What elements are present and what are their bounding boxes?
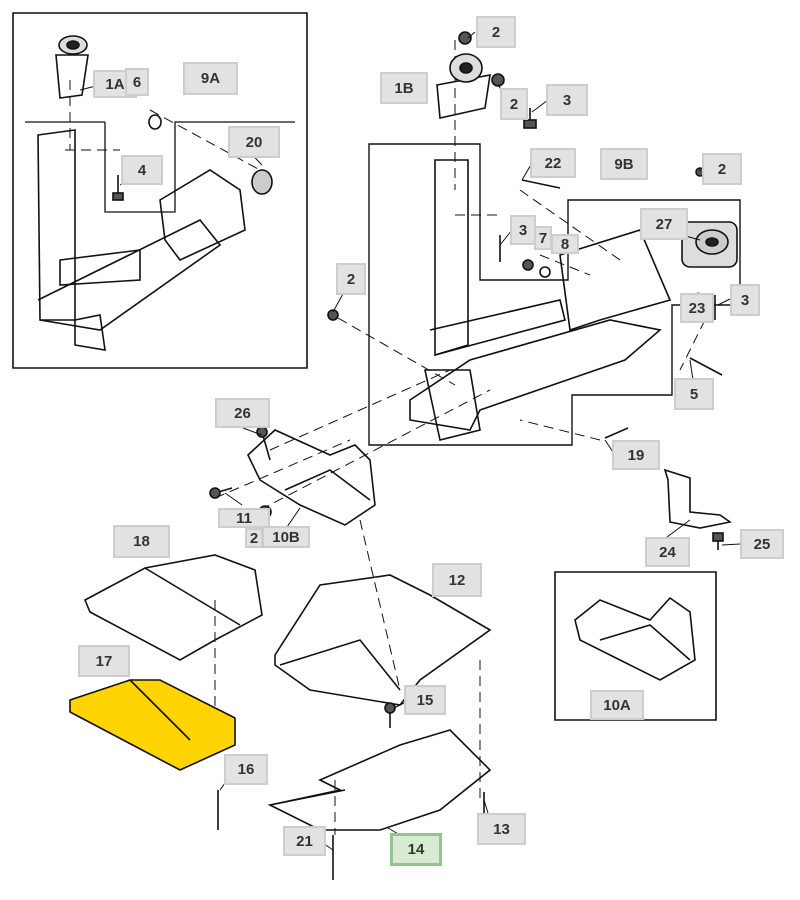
callout-2[interactable]: 2 bbox=[336, 263, 366, 295]
callout-14-selected[interactable]: 14 bbox=[390, 833, 442, 866]
callout-2[interactable]: 2 bbox=[500, 88, 528, 120]
callout-17[interactable]: 17 bbox=[78, 645, 130, 677]
part-14-shield bbox=[267, 729, 492, 831]
callout-18[interactable]: 18 bbox=[113, 525, 170, 558]
callout-21[interactable]: 21 bbox=[283, 826, 326, 856]
callout-5[interactable]: 5 bbox=[674, 378, 714, 410]
callout-23[interactable]: 23 bbox=[680, 293, 714, 323]
callout-27[interactable]: 27 bbox=[640, 208, 688, 240]
part-12-shield bbox=[274, 574, 492, 728]
callout-20[interactable]: 20 bbox=[228, 126, 280, 158]
callout-2[interactable]: 2 bbox=[476, 16, 516, 48]
callout-19[interactable]: 19 bbox=[612, 440, 660, 470]
part-4-bolt bbox=[112, 175, 124, 201]
callout-22[interactable]: 22 bbox=[530, 148, 576, 178]
callout-10b[interactable]: 10B bbox=[262, 526, 310, 548]
callout-13[interactable]: 13 bbox=[477, 813, 526, 845]
callout-12[interactable]: 12 bbox=[432, 563, 482, 597]
callout-3[interactable]: 3 bbox=[546, 84, 588, 116]
callout-3[interactable]: 3 bbox=[730, 284, 760, 316]
callout-24[interactable]: 24 bbox=[645, 537, 690, 567]
inset-frame-weldment bbox=[37, 114, 273, 351]
part-1a-isolator bbox=[55, 35, 89, 99]
part-10a-bracket bbox=[574, 596, 696, 681]
callout-10a[interactable]: 10A bbox=[590, 690, 644, 720]
part-1b-isolator bbox=[436, 31, 537, 129]
main-frame-weldment bbox=[327, 159, 738, 441]
part-18-shield bbox=[83, 554, 263, 661]
callout-26[interactable]: 26 bbox=[215, 398, 270, 428]
inset-frame-9a bbox=[12, 12, 308, 369]
callout-25[interactable]: 25 bbox=[740, 529, 784, 559]
callout-11[interactable]: 11 bbox=[218, 508, 270, 528]
callout-4[interactable]: 4 bbox=[121, 155, 163, 185]
part-17-shield-highlighted bbox=[69, 679, 236, 771]
assembly-lines bbox=[65, 40, 706, 835]
inset-frame-10a bbox=[554, 571, 717, 721]
callout-6[interactable]: 6 bbox=[125, 68, 149, 96]
inset-9a-cutout bbox=[25, 121, 295, 213]
callout-16[interactable]: 16 bbox=[224, 754, 268, 785]
callout-9b[interactable]: 9B bbox=[600, 148, 648, 180]
callout-8[interactable]: 8 bbox=[551, 234, 579, 254]
callout-1b[interactable]: 1B bbox=[380, 72, 428, 104]
pins-16-13-21 bbox=[217, 790, 485, 880]
callout-2[interactable]: 2 bbox=[245, 528, 263, 548]
callout-9a[interactable]: 9A bbox=[183, 62, 238, 95]
callout-3[interactable]: 3 bbox=[510, 215, 536, 245]
callout-15[interactable]: 15 bbox=[404, 685, 446, 715]
part-24-bracket bbox=[663, 468, 732, 550]
callout-7[interactable]: 7 bbox=[534, 226, 552, 250]
callout-2[interactable]: 2 bbox=[702, 153, 742, 185]
